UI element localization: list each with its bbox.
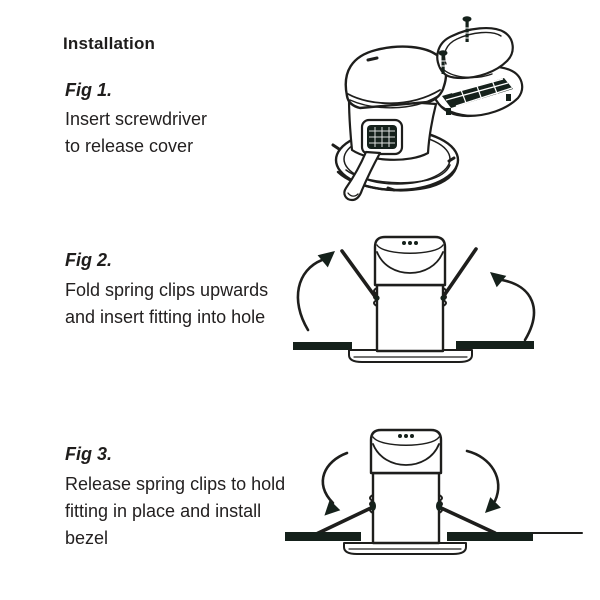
rotation-arrow-right-icon	[490, 272, 536, 342]
spring-clip-right	[437, 505, 497, 535]
rotation-arrow-left-icon	[296, 251, 335, 332]
fig1-label: Fig 1.	[65, 80, 113, 100]
fig3-caption: Release spring clips to hold fitting in …	[65, 474, 286, 548]
terminal-block	[432, 65, 524, 118]
lamp-housing	[344, 45, 448, 110]
fitting-body	[369, 471, 443, 545]
fig3-clips-released-illustration	[285, 428, 583, 555]
rotation-arrow-right-icon	[465, 449, 501, 513]
spring-clip-left	[340, 249, 381, 304]
page-title: Installation	[63, 34, 156, 53]
screw-icon	[438, 50, 448, 74]
rotation-arrow-left-icon	[321, 451, 349, 516]
ceiling-section	[285, 532, 583, 541]
fig3-label: Fig 3.	[65, 444, 113, 464]
ceiling-section	[293, 341, 534, 350]
bezel	[348, 349, 473, 363]
fitting-body	[373, 283, 447, 353]
fig2-caption: Fold spring clips upwards and insert fit…	[65, 280, 269, 327]
fitting-cap	[369, 428, 443, 475]
fig2-clips-up-illustration	[293, 235, 536, 363]
bezel	[343, 542, 467, 555]
front-aperture	[360, 118, 404, 156]
release-strap	[343, 150, 382, 202]
fig2-label: Fig 2.	[65, 250, 113, 270]
fig1-caption: Insert screwdriver to release cover	[65, 109, 208, 156]
screw-icon	[462, 16, 472, 42]
fitting-cap	[373, 235, 447, 287]
fig1-downlight-isometric-illustration	[331, 16, 524, 202]
